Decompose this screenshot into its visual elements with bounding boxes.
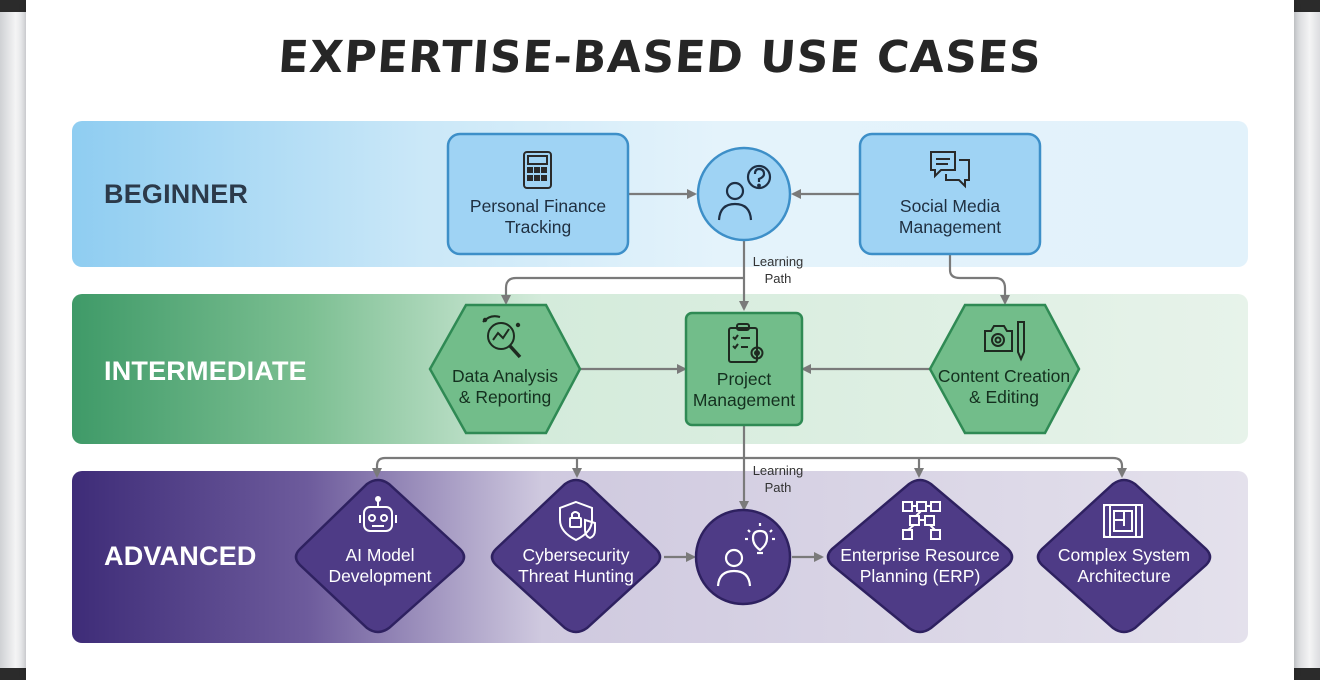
shield-lock-icon	[559, 500, 596, 542]
path-label-line: Path	[764, 271, 792, 286]
node-content-creation-label: Content Creation & Editing	[924, 366, 1084, 408]
node-label-line: Social Media	[899, 196, 1001, 216]
frame-corner	[1294, 0, 1320, 12]
robot-icon	[359, 496, 397, 532]
node-complex-system-label: Complex System Architecture	[1042, 545, 1206, 587]
node-beginner-hub	[696, 146, 792, 242]
level-label-beginner: BEGINNER	[104, 179, 249, 209]
node-label-line: & Reporting	[458, 387, 552, 407]
node-label-line: Project	[716, 369, 772, 389]
node-label-line: AI Model	[345, 545, 415, 565]
node-erp	[826, 478, 1014, 634]
node-label-line: Planning (ERP)	[859, 566, 981, 586]
node-label-line: Architecture	[1077, 566, 1171, 586]
arrow-social-to-content	[948, 254, 1010, 305]
node-label-line: Management	[692, 390, 796, 410]
arrow-to-complex-system	[1112, 456, 1127, 478]
node-erp-label: Enterprise Resource Planning (ERP)	[830, 545, 1010, 587]
path-label-line: Learning	[752, 463, 804, 478]
node-complex-system	[1036, 478, 1212, 634]
user-lightbulb-icon	[716, 523, 775, 587]
learning-path-label-top: Learning Path	[748, 253, 808, 287]
board-frame-right	[1294, 0, 1320, 680]
node-cybersecurity-label: Cybersecurity Threat Hunting	[496, 545, 656, 587]
node-label-line: Complex System	[1057, 545, 1191, 565]
node-ai-model	[294, 478, 466, 634]
frame-corner	[0, 0, 26, 12]
path-label-line: Path	[764, 480, 792, 495]
node-label-line: Cybersecurity	[522, 545, 630, 565]
node-cybersecurity	[490, 478, 662, 634]
calculator-icon	[523, 151, 552, 189]
node-label-line: Management	[898, 217, 1002, 237]
node-data-analysis-label: Data Analysis & Reporting	[430, 366, 580, 408]
level-label-advanced: ADVANCED	[104, 541, 257, 571]
arrow-to-ai-model	[372, 456, 386, 478]
arrow-to-data-analysis	[501, 276, 744, 305]
chat-bubbles-icon	[930, 151, 970, 189]
node-label-line: Content Creation	[937, 366, 1071, 386]
blueprint-icon	[1103, 504, 1143, 538]
node-label-line: Tracking	[504, 217, 572, 237]
camera-pen-icon	[984, 321, 1025, 362]
node-label-line: Enterprise Resource	[840, 545, 1000, 565]
node-ai-model-label: AI Model Development	[300, 545, 460, 587]
node-label-line: Data Analysis	[451, 366, 559, 386]
clipboard-gear-icon	[728, 323, 764, 363]
frame-corner	[1294, 668, 1320, 680]
level-label-intermediate: INTERMEDIATE	[104, 356, 307, 386]
board-frame-left	[0, 0, 26, 680]
frame-corner	[0, 668, 26, 680]
node-data-analysis	[428, 303, 582, 435]
node-content-creation	[928, 303, 1081, 435]
node-label-line: Personal Finance	[469, 196, 607, 216]
learning-path-label-bottom: Learning Path	[748, 462, 808, 496]
node-personal-finance-label: Personal Finance Tracking	[448, 196, 628, 238]
node-social-media-label: Social Media Management	[860, 196, 1040, 238]
node-label-line: Development	[328, 566, 432, 586]
network-blocks-icon	[902, 501, 941, 540]
node-social-media	[858, 132, 1042, 256]
node-project-management	[684, 311, 804, 427]
node-label-line: Threat Hunting	[518, 566, 634, 586]
path-label-line: Learning	[752, 254, 804, 269]
node-label-line: & Editing	[968, 387, 1040, 407]
connector-arrows	[372, 189, 1127, 562]
user-question-icon	[717, 164, 772, 221]
node-personal-finance	[446, 132, 630, 256]
node-project-management-label: Project Management	[686, 369, 802, 411]
magnifier-chart-icon	[482, 315, 522, 359]
